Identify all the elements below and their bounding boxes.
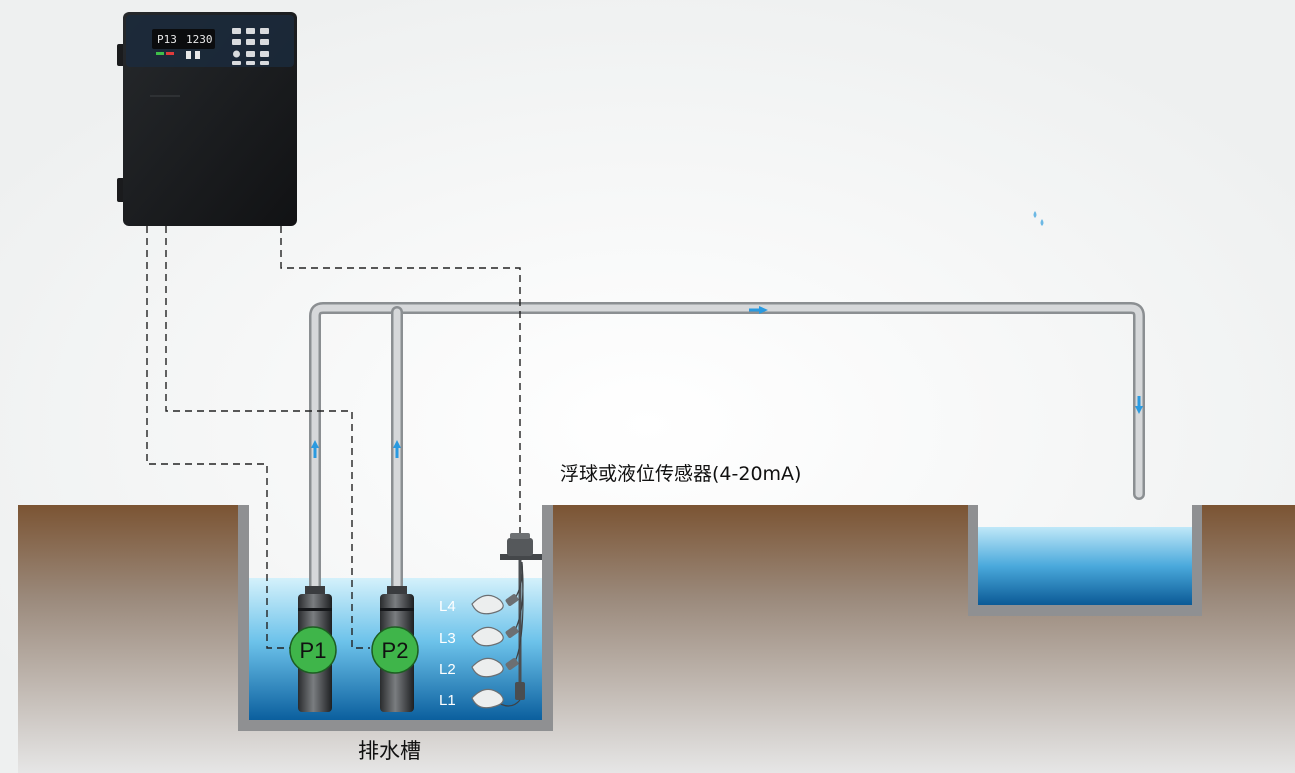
tank-water: [978, 527, 1192, 605]
flow-arrow-up-icon: [311, 440, 319, 458]
float-switches: L4 L3 L2 L1: [439, 594, 504, 709]
pump-1: P1: [289, 586, 337, 712]
flow-arrow-right-icon: [749, 306, 768, 314]
sensor-caption: 浮球或液位传感器(4-20mA): [560, 463, 801, 485]
level-sensor: [493, 533, 542, 707]
destination-tank: [968, 505, 1202, 616]
level-label: L1: [439, 692, 456, 709]
float-ball-icon: [471, 657, 504, 678]
controller-keypad: [232, 28, 269, 65]
level-label: L3: [439, 630, 456, 647]
water-drops-icon: [1033, 211, 1044, 226]
tank-label: 排水槽: [358, 739, 421, 763]
pump-badge: [371, 626, 419, 674]
float-ball-icon: [471, 594, 504, 615]
pump-label: P2: [382, 638, 409, 663]
pump-controller: P13 1230: [117, 12, 297, 226]
float-ball-icon: [471, 688, 504, 709]
pump-label: P1: [300, 638, 327, 663]
display-left-readout: P13: [157, 33, 177, 46]
ground: [18, 505, 1295, 773]
float-ball-icon: [471, 626, 504, 647]
pump-2: P2: [371, 586, 419, 712]
controller-display: P13 1230: [152, 29, 215, 59]
flow-arrow-up-icon: [393, 440, 401, 458]
level-label: L2: [439, 661, 456, 678]
flow-arrows: [311, 306, 1143, 458]
signal-cables: [146, 226, 521, 649]
level-label: L4: [439, 598, 456, 615]
pump-badge: [289, 626, 337, 674]
controller-logo: [150, 95, 180, 97]
display-right-readout: 1230: [186, 33, 213, 46]
flow-arrow-down-icon: [1135, 396, 1143, 414]
discharge-pipes: [309, 302, 1145, 596]
